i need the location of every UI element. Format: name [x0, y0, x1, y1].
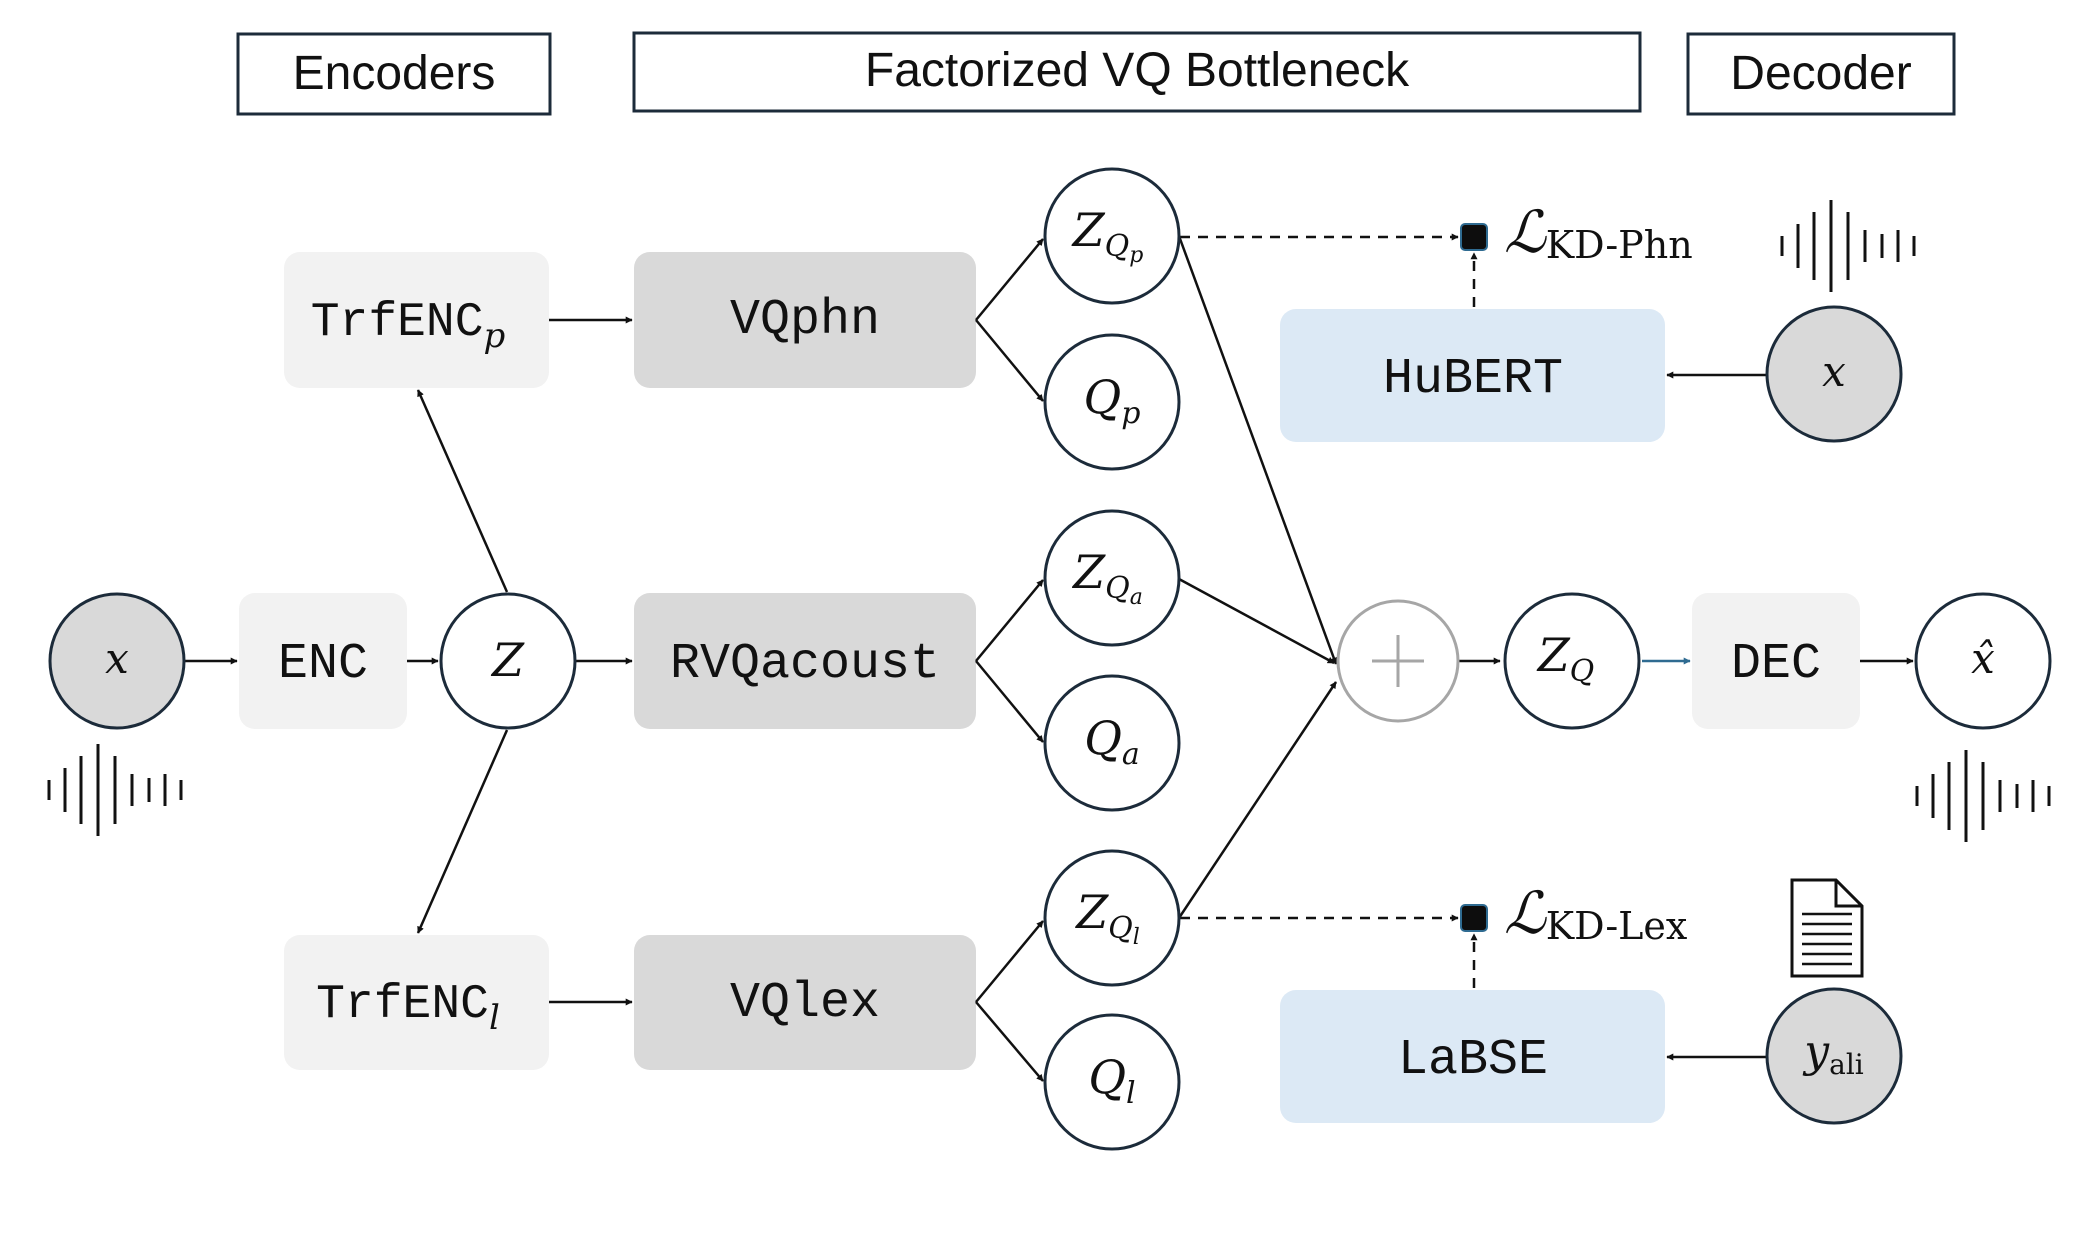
trfenc-p-label: TrfENC [311, 296, 484, 350]
trfenc-l-subscript: l [489, 998, 500, 1038]
arrow-zql-to-sum [1177, 681, 1338, 919]
node-y-ali-base: y [1802, 1026, 1830, 1077]
loss-kd-phn-subscript: KD-Phn [1546, 223, 1693, 267]
node-zqp-subsub: p [1129, 243, 1143, 268]
vqphn-label: VQphn [730, 292, 880, 349]
node-qp-sub: p [1121, 396, 1140, 431]
arrow-rvqacoust-to-qa [975, 660, 1044, 743]
svg-text:ZQ: ZQ [1536, 628, 1595, 689]
arrow-z-to-trfenc-l [416, 729, 509, 934]
hubert-block: HuBERT [1280, 309, 1665, 442]
loss-kd-phn-symbol: ℒ [1504, 198, 1547, 266]
labse-label: LaBSE [1398, 1032, 1548, 1089]
arrow-rvqacoust-to-zqa [975, 579, 1044, 662]
waveform-icon [47, 744, 183, 836]
node-qa-base: Q [1084, 711, 1122, 765]
distillation-lines [1180, 233, 1478, 988]
svg-text:ZQl: ZQl [1074, 885, 1140, 950]
vqphn-block: VQphn [634, 252, 976, 388]
node-y-ali: yali [1765, 987, 1903, 1125]
sum-node [1336, 599, 1460, 723]
waveform-icon [1915, 750, 2051, 842]
node-zqa-sub: Q [1105, 571, 1130, 606]
node-z: Z [439, 592, 577, 730]
arrow-vqphn-to-zqp [975, 238, 1044, 321]
node-x-hat: x̂ [1914, 592, 2052, 730]
header-encoders-label: Encoders [293, 47, 496, 100]
header-decoder: Decoder [1686, 32, 1956, 116]
node-zq: ZQ [1503, 592, 1641, 730]
node-zql-subsub: l [1133, 925, 1140, 950]
connection-arrows [185, 235, 1914, 1082]
enc-label: ENC [278, 636, 368, 693]
arrow-zqp-to-sum [1177, 235, 1338, 665]
svg-text:yali: yali [1802, 1026, 1864, 1081]
trfenc-l-label: TrfENC [316, 978, 489, 1032]
node-x-input-label: x [105, 634, 129, 683]
svg-text:TrfENCl: TrfENCl [316, 978, 500, 1038]
arrow-z-to-trfenc-p [416, 389, 509, 593]
node-zql-sub: Q [1108, 911, 1133, 946]
node-ql-base: Q [1088, 1050, 1126, 1104]
node-qp-base: Q [1084, 370, 1122, 424]
trfenc-p-subscript: p [484, 316, 506, 356]
loss-kd-phn: ℒKD-Phn [1504, 198, 1693, 267]
arrow-zqa-to-sum [1178, 577, 1335, 665]
svg-text:Qa: Qa [1084, 711, 1140, 772]
node-qa-sub: a [1122, 737, 1140, 772]
plus-icon [1372, 635, 1424, 687]
node-zqp-base: Z [1071, 203, 1106, 257]
node-zq-sub: Q [1570, 654, 1595, 689]
node-x-teacher: x [1765, 305, 1903, 443]
trfenc-p-block: TrfENCp [284, 252, 549, 388]
node-zqp-sub: Q [1105, 229, 1130, 264]
node-y-ali-sub: ali [1829, 1048, 1864, 1081]
node-z-label: Z [490, 633, 525, 687]
vqlex-label: VQlex [730, 975, 880, 1032]
vqlex-block: VQlex [634, 935, 976, 1070]
node-zqa: ZQa [1043, 509, 1181, 647]
node-zql: ZQl [1043, 849, 1181, 987]
loss-kd-lex: ℒKD-Lex [1504, 879, 1687, 948]
svg-text:TrfENCp: TrfENCp [311, 296, 506, 356]
svg-text:ZQa: ZQa [1071, 545, 1143, 610]
rvqacoust-label: RVQacoust [670, 636, 940, 693]
node-zqa-subsub: a [1130, 585, 1143, 610]
header-bottleneck-label: Factorized VQ Bottleneck [865, 44, 1410, 97]
document-icon [1790, 878, 1864, 978]
header-decoder-label: Decoder [1730, 47, 1911, 100]
kd-lex-terminal [1460, 904, 1488, 932]
node-zqa-base: Z [1071, 545, 1106, 599]
svg-text:Ql: Ql [1088, 1050, 1135, 1111]
enc-block: ENC [239, 593, 407, 729]
dec-block: DEC [1692, 593, 1860, 729]
node-x-teacher-label: x [1822, 347, 1846, 396]
svg-text:Qp: Qp [1084, 370, 1141, 431]
node-ql: Ql [1043, 1013, 1181, 1151]
rvqacoust-block: RVQacoust [634, 593, 976, 729]
loss-kd-lex-subscript: KD-Lex [1546, 904, 1688, 948]
node-qa: Qa [1043, 674, 1181, 812]
node-ql-sub: l [1126, 1076, 1136, 1111]
arrow-vqlex-to-zql [975, 920, 1044, 1003]
hubert-label: HuBERT [1383, 351, 1563, 408]
kd-phn-terminal [1460, 223, 1488, 251]
trfenc-l-block: TrfENCl [284, 935, 549, 1070]
node-qp: Qp [1043, 333, 1181, 471]
node-x-hat-label: x̂ [1971, 634, 1995, 683]
arrow-vqlex-to-ql [975, 1001, 1044, 1082]
waveform-icon [1780, 200, 1916, 292]
dec-label: DEC [1731, 636, 1821, 693]
node-zqp: ZQp [1043, 167, 1181, 305]
node-x-input: x [48, 592, 186, 730]
node-zq-base: Z [1536, 628, 1571, 682]
svg-text:ZQp: ZQp [1071, 203, 1144, 268]
header-encoders: Encoders [236, 32, 552, 116]
arrow-vqphn-to-qp [975, 319, 1044, 402]
labse-block: LaBSE [1280, 990, 1665, 1123]
header-bottleneck: Factorized VQ Bottleneck [632, 31, 1642, 113]
node-zql-base: Z [1074, 885, 1109, 939]
loss-kd-lex-symbol: ℒ [1504, 879, 1547, 947]
